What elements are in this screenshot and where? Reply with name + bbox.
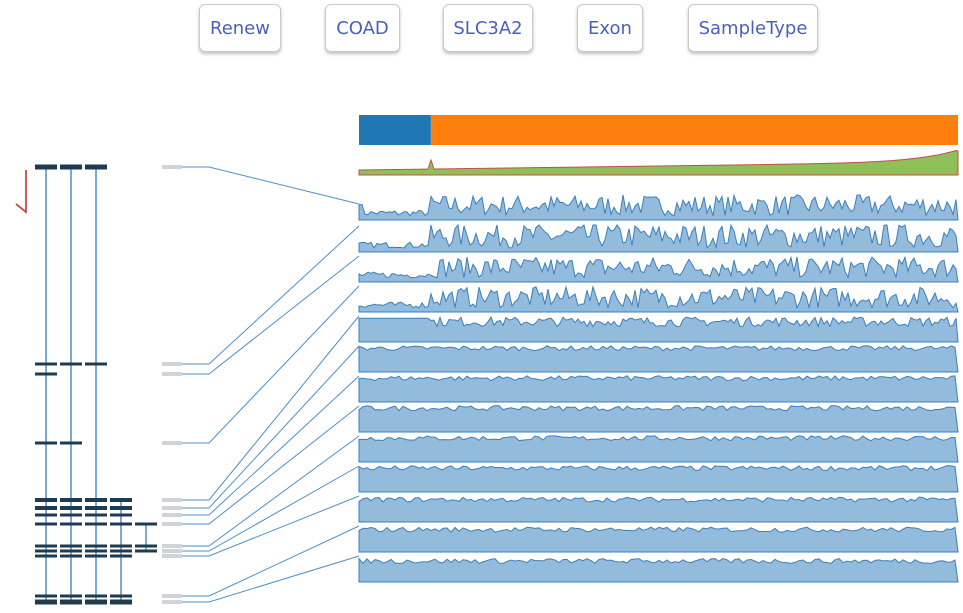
- isoform-exon: [60, 506, 82, 510]
- exon-connector-line: [182, 166, 360, 205]
- isoform-exon: [35, 164, 57, 170]
- isoform-exon: [35, 522, 57, 526]
- exon-expression-track: [358, 223, 959, 253]
- isoform-exon: [60, 549, 82, 553]
- isoform-exon: [110, 594, 132, 598]
- isoform-exon: [60, 513, 82, 517]
- isoform-exon: [135, 549, 157, 553]
- exon-marker: [162, 441, 182, 445]
- exon-expression-track: [358, 315, 959, 343]
- isoform-exon: [35, 599, 57, 605]
- isoform-exon: [35, 506, 57, 510]
- isoform-exon: [35, 594, 57, 598]
- exon-marker: [162, 549, 182, 553]
- exon-expression-track: [358, 526, 959, 553]
- isoform-exon: [60, 498, 82, 502]
- exon-expression-track: [358, 496, 959, 523]
- exon-connector-line: [182, 315, 360, 501]
- exon-expression-track: [358, 345, 959, 373]
- isoform-exon: [135, 544, 157, 548]
- isoform-exon: [85, 522, 107, 526]
- exon-marker: [162, 522, 182, 526]
- summary-track: [358, 150, 959, 176]
- exon-marker: [162, 165, 182, 169]
- feature-button[interactable]: Exon: [577, 4, 643, 52]
- isoform-exon: [85, 599, 107, 605]
- isoform-exon: [85, 554, 107, 558]
- exon-connector-line: [182, 345, 360, 509]
- exon-connector-line: [182, 375, 360, 516]
- isoform-exon: [35, 554, 57, 558]
- isoform-exon: [110, 544, 132, 548]
- exon-marker: [162, 544, 182, 548]
- isoform-exon: [35, 513, 57, 517]
- strand-arrow-icon: [15, 170, 27, 214]
- isoform-exon: [110, 549, 132, 553]
- isoform-exon: [60, 164, 82, 170]
- gene-button[interactable]: SLC3A2: [443, 4, 533, 52]
- cancer-type-button[interactable]: COAD: [325, 4, 400, 52]
- isoform-exon: [60, 441, 82, 445]
- exon-marker: [162, 498, 182, 502]
- renew-button[interactable]: Renew: [199, 4, 281, 52]
- exon-connector-line: [182, 465, 360, 552]
- exon-connector-line: [182, 405, 360, 525]
- toolbar: Renew COAD SLC3A2 Exon SampleType: [0, 0, 963, 60]
- isoform-exon: [35, 362, 57, 366]
- exon-connector-line: [182, 555, 360, 603]
- exon-expression-track: [358, 193, 959, 221]
- exon-marker: [162, 506, 182, 510]
- isoform-exon: [35, 441, 57, 445]
- exon-connector-line: [182, 285, 360, 444]
- isoform-exon: [110, 506, 132, 510]
- isoform-exon: [110, 522, 132, 526]
- isoform-exon: [60, 594, 82, 598]
- exon-expression-track: [358, 284, 959, 313]
- exon-expression-track: [358, 435, 959, 463]
- exon-connector-line: [182, 255, 360, 375]
- isoform-exon: [35, 544, 57, 548]
- exon-connector-line: [182, 225, 360, 365]
- exon-expression-track: [358, 557, 959, 583]
- isoform-exon: [110, 554, 132, 558]
- isoform-exon: [110, 513, 132, 517]
- isoform-exon: [85, 549, 107, 553]
- exon-connector-line: [182, 435, 360, 547]
- isoform-exon: [60, 599, 82, 605]
- exon-connector-line: [182, 525, 360, 597]
- sample-type-button[interactable]: SampleType: [688, 4, 818, 52]
- exon-marker: [162, 600, 182, 604]
- exon-marker: [162, 554, 182, 558]
- isoform-exon: [85, 513, 107, 517]
- exon-marker: [162, 362, 182, 366]
- exon-expression-track: [358, 465, 959, 493]
- isoform-exon: [110, 599, 132, 605]
- exon-expression-track: [358, 375, 959, 403]
- isoform-exon: [85, 544, 107, 548]
- isoform-exon: [110, 498, 132, 502]
- isoform-exon: [35, 498, 57, 502]
- isoform-exon: [60, 362, 82, 366]
- sample-group-bar-b: [430, 115, 958, 145]
- isoform-exon: [35, 372, 57, 376]
- exon-expression-track: [358, 405, 959, 433]
- exon-marker: [162, 372, 182, 376]
- isoform-exon: [60, 544, 82, 548]
- isoform-exon: [85, 506, 107, 510]
- exon-marker: [162, 513, 182, 517]
- sample-group-bar-a: [359, 115, 431, 145]
- isoform-exon: [135, 522, 157, 526]
- isoform-exon: [85, 362, 107, 366]
- exon-connector-line: [182, 495, 360, 557]
- exon-expression-track: [358, 255, 959, 283]
- isoform-exon: [85, 164, 107, 170]
- isoform-exon: [85, 498, 107, 502]
- exon-marker: [162, 594, 182, 598]
- isoform-exon: [35, 549, 57, 553]
- isoform-exon: [60, 554, 82, 558]
- isoform-exon: [60, 522, 82, 526]
- isoform-exon: [85, 594, 107, 598]
